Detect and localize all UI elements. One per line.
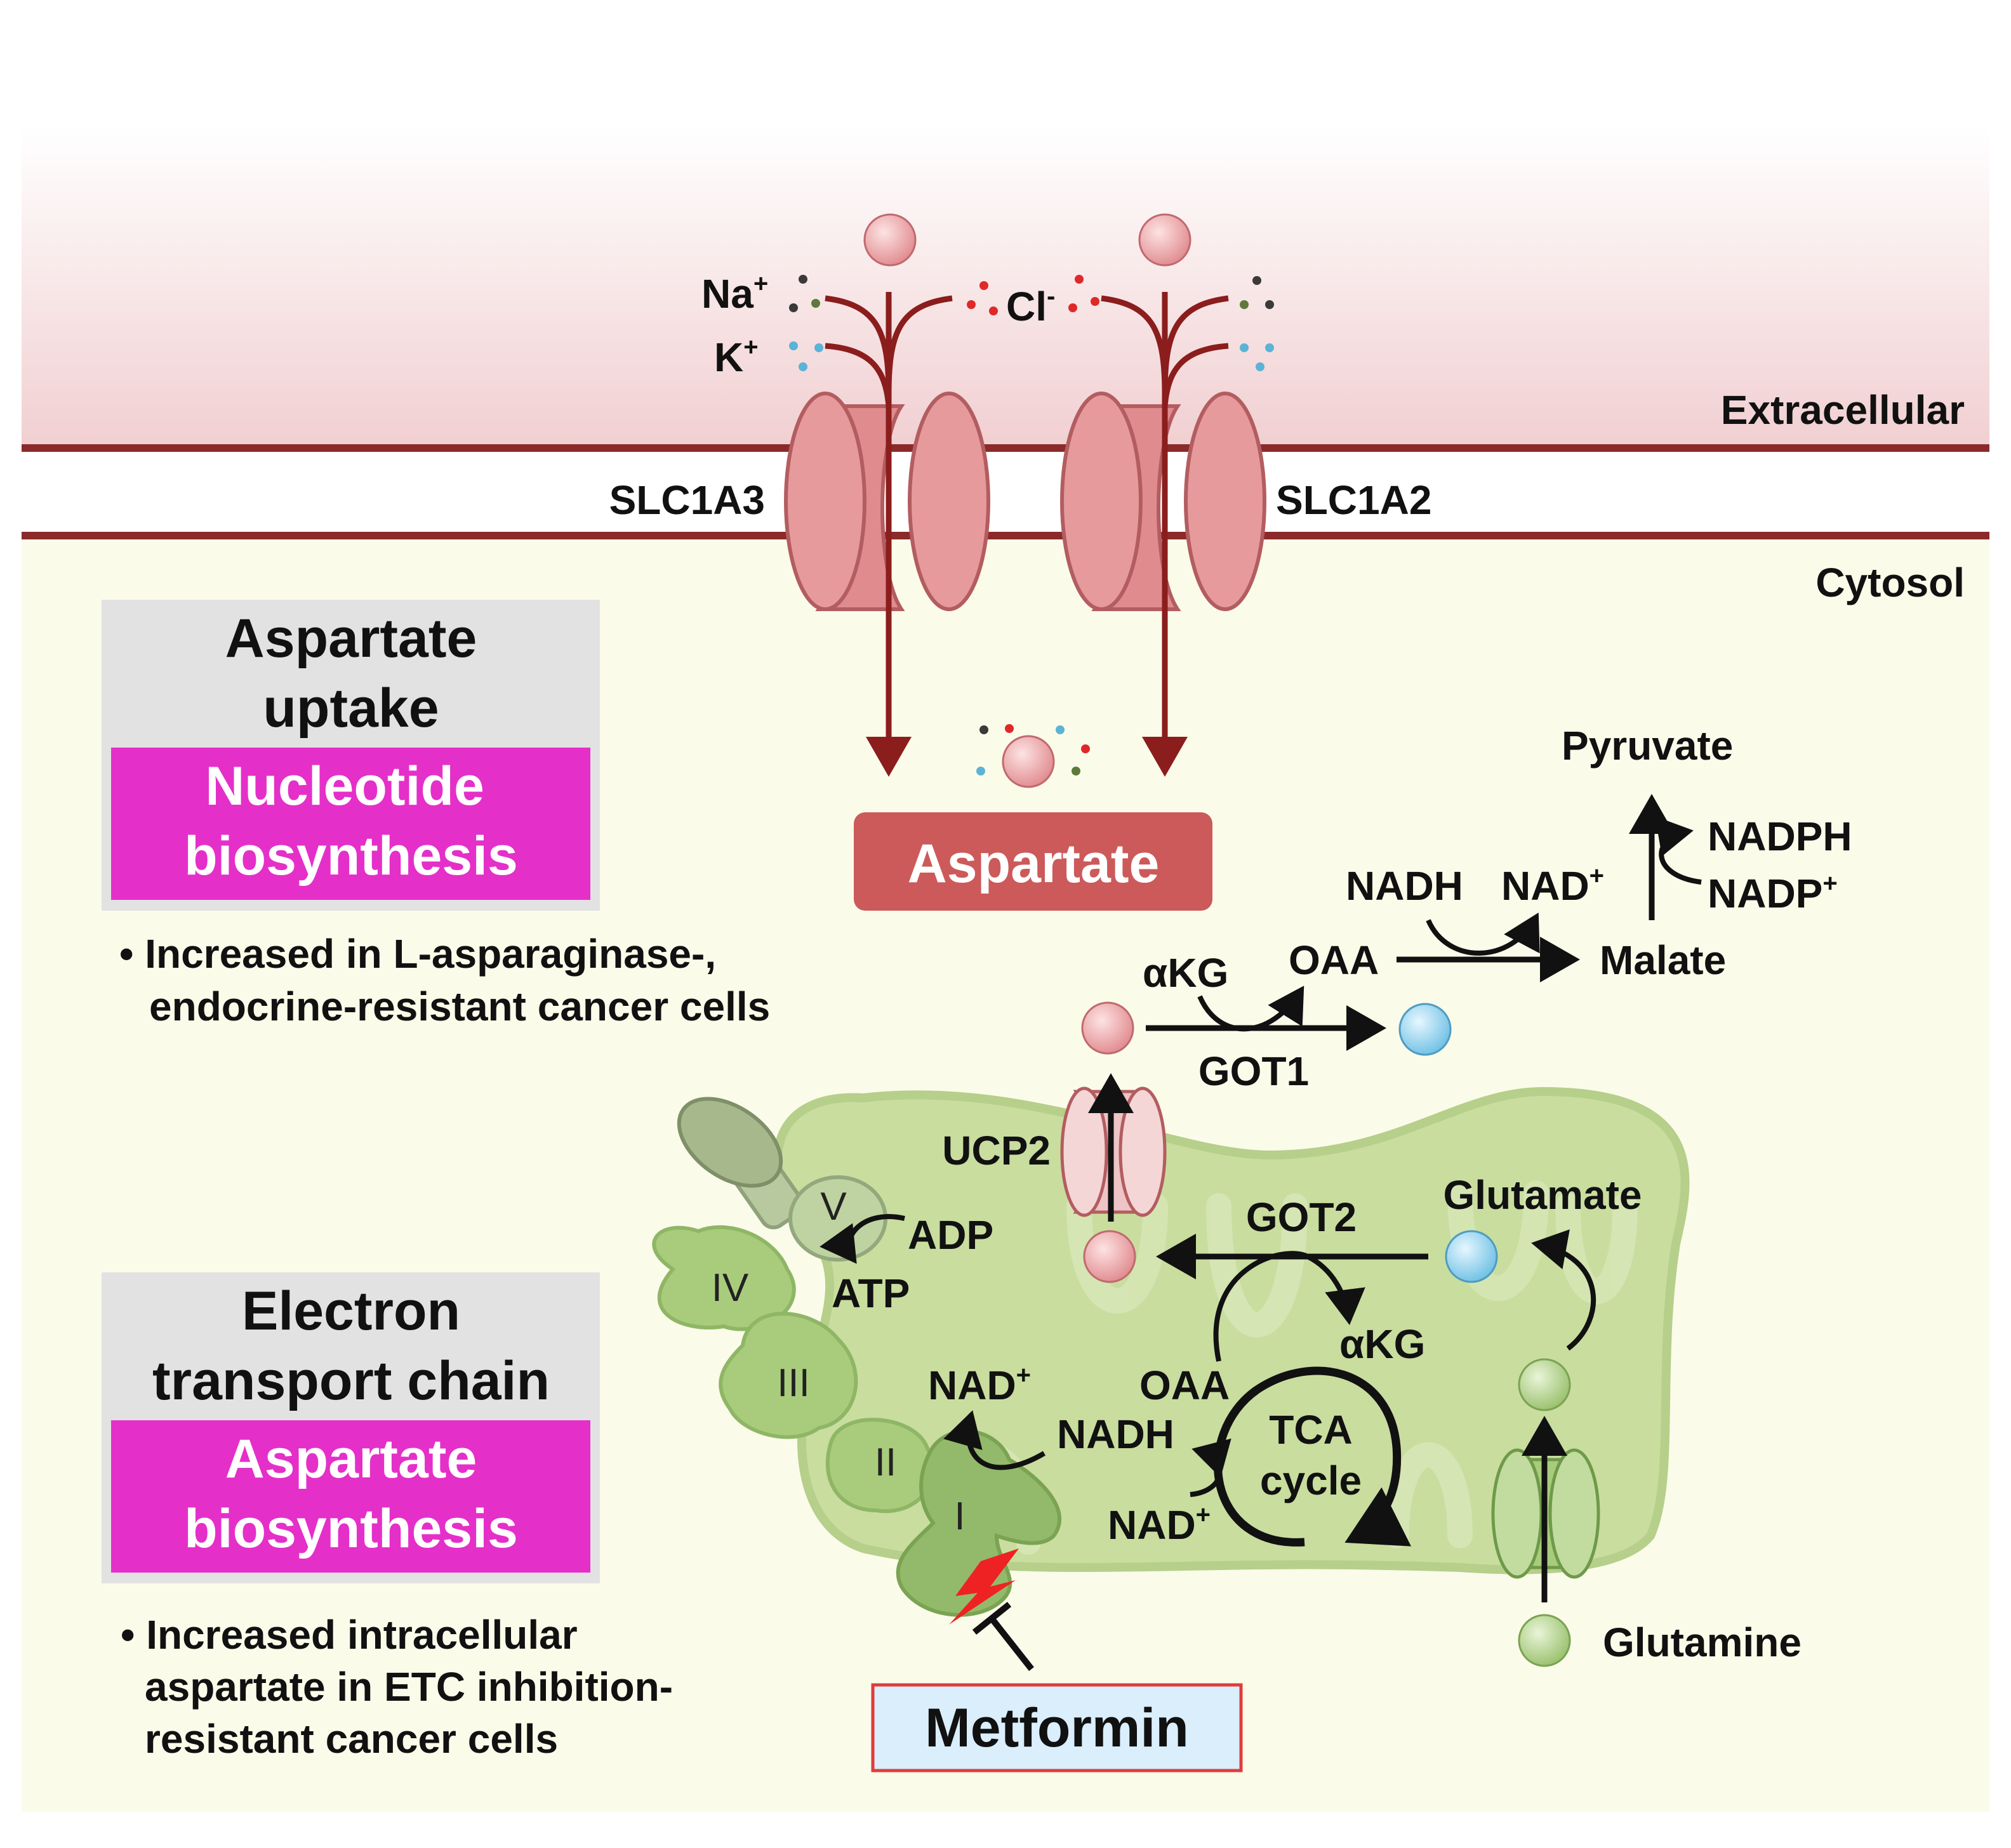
extracellular-label: Extracellular (1721, 387, 1965, 433)
box2-bullet-line2: aspartate in ETC inhibition- (145, 1664, 673, 1710)
box1-pink-line2: biosynthesis (184, 826, 518, 887)
glutamine-cytosol-sphere (1518, 1614, 1571, 1667)
aspartate-cytosol-sphere (1081, 1001, 1134, 1055)
akg-mito-label: αKG (1339, 1321, 1425, 1367)
slc1a3-transporter (784, 392, 990, 611)
oaa-cytosol-label: OAA (1289, 937, 1379, 983)
aspartate-molecule-left (863, 213, 917, 267)
slc1a2-label: SLC1A2 (1276, 477, 1431, 523)
nadh-to-nad-complex-i-curve (943, 1410, 1046, 1470)
complex-i-label: I (954, 1495, 965, 1538)
box2-bullet-line1: • Increased intracellular (121, 1612, 578, 1658)
aspartate-molecule-inside (1002, 735, 1055, 788)
pyruvate-label: Pyruvate (1562, 723, 1733, 769)
membrane-outer-line (22, 444, 1989, 452)
nadh-to-nad-curve (1426, 912, 1540, 956)
aspartate-box (854, 812, 1212, 911)
nad-mito-left-label: NAD+ (928, 1361, 1031, 1408)
metformin-label: Metformin (925, 1698, 1189, 1759)
complex-v-label: V (820, 1185, 847, 1229)
metformin-box (871, 1683, 1243, 1772)
ucp2-transporter (1060, 1086, 1167, 1217)
complex-iii-label: III (777, 1361, 810, 1405)
box1-bullet-line2: endocrine-resistant cancer cells (149, 984, 770, 1029)
membrane-interior (22, 447, 1989, 536)
complex-v: V (677, 1097, 887, 1262)
cytosol-label: Cytosol (1815, 560, 1965, 605)
complex-ii-label: II (875, 1441, 896, 1484)
akg-to-oaa-curve (1197, 986, 1304, 1032)
box2-pink-bg (111, 1420, 590, 1573)
nadp-to-nadph-arrow (1655, 816, 1702, 885)
got1-label: GOT1 (1198, 1048, 1309, 1094)
adp-label: ADP (908, 1212, 993, 1258)
glutamine-to-glutamate-curve (1531, 1229, 1596, 1351)
cl-ion-label: Cl- (1006, 282, 1055, 329)
nadh-cytosol-label: NADH (1346, 863, 1463, 909)
box1-title-line1: Aspartate (225, 608, 477, 669)
aspartate-mito-sphere (1083, 1230, 1136, 1283)
box1-title-line2: uptake (263, 678, 439, 739)
nadh-mito-label: NADH (1057, 1411, 1174, 1457)
akg-cytosol-label: αKG (1143, 950, 1228, 996)
ion-dots (789, 275, 1274, 776)
slc1a2-transporter (1060, 392, 1266, 611)
box2-title-line2: transport chain (152, 1350, 550, 1411)
oaa-mito-label: OAA (1139, 1363, 1230, 1408)
complex-iv-label: IV (712, 1266, 749, 1310)
glutamate-mito-sphere (1445, 1230, 1498, 1283)
tca-cycle: TCA cycle (1214, 1366, 1412, 1547)
tca-line2: cycle (1260, 1458, 1362, 1503)
tca-nad-to-nadh-curve (1190, 1438, 1231, 1497)
complex-i: I (896, 1429, 1062, 1617)
transport-arrows (825, 292, 1229, 777)
aspartate-molecule-right (1138, 213, 1191, 267)
complex-iii: III (719, 1312, 858, 1439)
box2-title-line1: Electron (242, 1281, 460, 1342)
lightning-icon (949, 1548, 1019, 1625)
nad-cytosol-label: NAD+ (1501, 862, 1604, 909)
glutamate-cytosol-sphere (1398, 1003, 1452, 1056)
nadph-label: NADPH (1708, 814, 1852, 859)
got2-label: GOT2 (1246, 1194, 1357, 1240)
box1-bullet-line1: • Increased in L-asparaginase-, (119, 931, 716, 977)
aspartate-box-label: Aspartate (908, 833, 1160, 894)
box1-pink-bg (111, 748, 590, 900)
nad-mito-right-label: NAD+ (1108, 1501, 1211, 1548)
box2-bullet-line3: resistant cancer cells (145, 1716, 558, 1762)
extracellular-region (22, 127, 1989, 447)
na-ion-label: Na+ (701, 270, 768, 317)
malate-label: Malate (1600, 937, 1726, 983)
complex-ii: II (825, 1418, 934, 1514)
box2-pink-line2: biosynthesis (184, 1498, 518, 1559)
glutamate-label: Glutamate (1444, 1172, 1642, 1218)
inhibition-icon (972, 1602, 1034, 1672)
adp-to-atp-curve (820, 1214, 905, 1264)
box1-pink-line1: Nucleotide (205, 756, 484, 817)
ucp2-label: UCP2 (942, 1128, 1051, 1173)
atp-label: ATP (832, 1270, 910, 1316)
box2-pink-line1: Aspartate (225, 1429, 477, 1489)
membrane-inner-line (22, 532, 1989, 539)
nadp-label: NADP+ (1708, 869, 1838, 916)
complex-iv: IV (652, 1225, 796, 1331)
glutamine-label: Glutamine (1603, 1620, 1802, 1665)
glutamine-mito-sphere (1518, 1358, 1571, 1411)
slc1a3-label: SLC1A3 (609, 477, 765, 523)
tca-line1: TCA (1269, 1407, 1353, 1453)
oaa-to-akg-curve (1213, 1251, 1365, 1362)
k-ion-label: K+ (714, 333, 759, 380)
